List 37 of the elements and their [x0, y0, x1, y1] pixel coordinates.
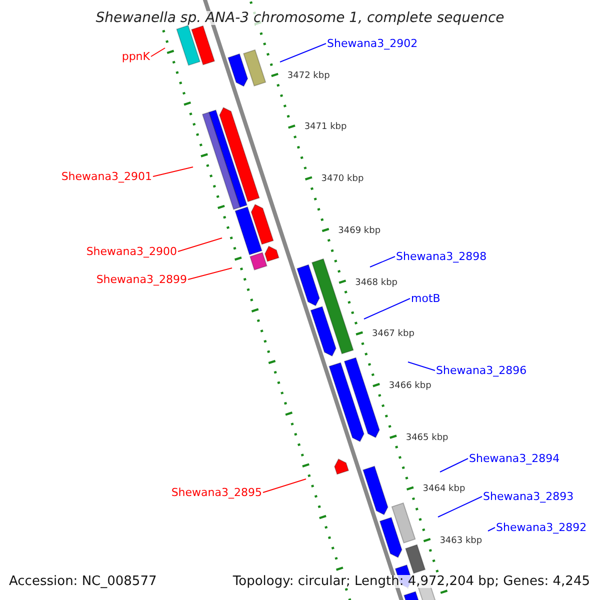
leader-line [280, 43, 326, 62]
footer-text: Topology: circular; Length: 4,972,204 bp; Genes: 4,245 [232, 575, 590, 588]
leader-line [438, 496, 482, 518]
leader-line [152, 166, 194, 177]
leader-line [150, 48, 166, 57]
footer-text: Accession: NC_008577 [9, 575, 157, 588]
gene-label: motB [411, 293, 440, 304]
gene-label: Shewana3_2896 [436, 365, 527, 376]
leader-line [370, 256, 396, 268]
leader-line [262, 478, 306, 493]
gene-label: ppnK [122, 51, 150, 62]
tick-label: 3466 kbp [388, 382, 432, 391]
tick-label: 3469 kbp [338, 226, 381, 236]
tick-label: 3465 kbp [406, 434, 448, 443]
title: Shewanella sp. ANA-3 chromosome 1, complete sequence [96, 11, 504, 25]
gene-label: Shewana3_2899 [96, 274, 187, 285]
leader-line [408, 362, 436, 371]
leader-line [364, 298, 410, 320]
tick-label: 3467 kbp [372, 330, 414, 340]
leader-line [488, 527, 496, 532]
gene-label: Shewana3_2902 [327, 38, 418, 49]
leader-line [440, 458, 468, 472]
tick-label: 3464 kbp [422, 485, 466, 494]
gene-label: Shewana3_2894 [469, 453, 560, 464]
tick-label: 3472 kbp [287, 72, 330, 81]
leader-line [178, 238, 222, 252]
tick-label: 3470 kbp [321, 175, 364, 184]
gene-label: Shewana3_2900 [86, 246, 177, 257]
tick-label: 3463 kbp [440, 536, 482, 546]
gene-label: Shewana3_2901 [61, 171, 152, 182]
tick-label: 3468 kbp [355, 278, 398, 288]
leader-line [188, 268, 232, 280]
gene-label: Shewana3_2893 [483, 491, 574, 502]
gene-label: Shewana3_2895 [171, 487, 262, 498]
tick-label: 3471 kbp [304, 123, 347, 132]
gene-label: Shewana3_2892 [496, 522, 587, 533]
gene-label: Shewana3_2898 [396, 251, 487, 262]
